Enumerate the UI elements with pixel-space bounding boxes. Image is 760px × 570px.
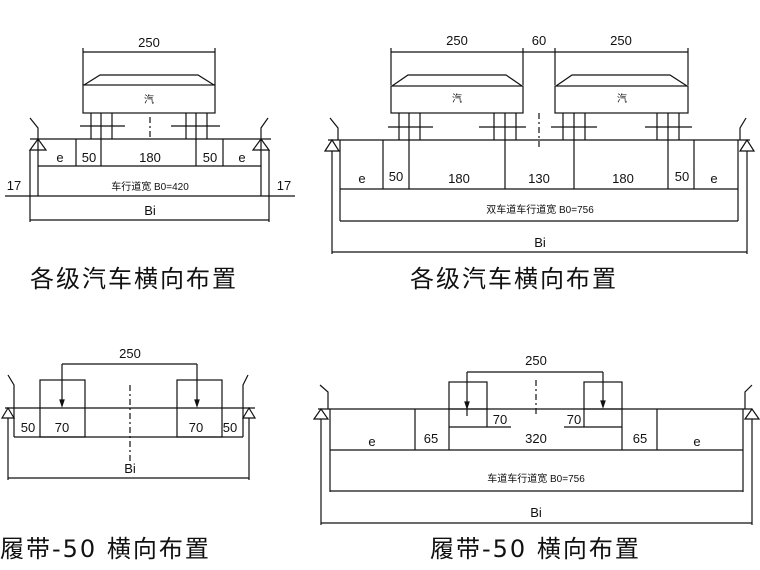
roadway-width-label: 双车道车行道宽 B0=756 <box>486 203 594 216</box>
total-width-label: Bi <box>144 203 156 218</box>
vehicle: 汽 <box>388 74 526 140</box>
dim-track-width-left: 70 <box>55 420 69 435</box>
dim-wheel-offset-right: 50 <box>203 150 217 165</box>
dim-inner: 130 <box>528 171 550 186</box>
dim-outer: 320 <box>525 431 547 446</box>
dim-track-spacing: 250 <box>525 353 547 368</box>
dim-edge-right: e <box>710 171 717 186</box>
dim-track-spacing: 250 <box>119 346 141 361</box>
dim-wheel-offset-left: 50 <box>389 169 403 184</box>
dim-vehicle-width-left: 250 <box>446 33 468 48</box>
dim-vehicle-width: 250 <box>138 35 160 50</box>
dim-edge-left: 50 <box>21 420 35 435</box>
diagram-vehicle-single: 250 汽 e 50 180 50 e 车行道宽 B0=420 17 17 Bi… <box>5 35 295 293</box>
dim-wheel-offset-left: 50 <box>82 150 96 165</box>
caption: 履带-50 横向布置 <box>0 535 211 563</box>
dim-curb-left: 17 <box>7 178 21 193</box>
dim-edge-right: 50 <box>223 420 237 435</box>
support-icon <box>738 138 756 152</box>
dim-edge-left: e <box>358 171 365 186</box>
dim-wheel-track-left: 180 <box>448 171 470 186</box>
dim-track-width-right: 70 <box>189 420 203 435</box>
dim-edge-left: e <box>56 150 63 165</box>
support-icon <box>241 406 257 419</box>
support-icon <box>743 407 760 420</box>
total-width-label: Bi <box>530 505 542 520</box>
diagram-vehicle-double: 250 60 250 汽 汽 e 50 180 130 180 50 e 双车道… <box>323 33 756 293</box>
vehicle-label: 汽 <box>452 92 462 105</box>
dim-offset-right: 65 <box>633 431 647 446</box>
dim-vehicle-width-right: 250 <box>610 33 632 48</box>
roadway-width-label: 车行道宽 B0=420 <box>111 180 189 193</box>
caption: 履带-50 横向布置 <box>430 535 641 563</box>
vehicle-label: 汽 <box>617 92 627 105</box>
roadway-width-label: 车道车行道宽 B0=756 <box>487 472 585 485</box>
support-icon <box>323 138 341 152</box>
dim-wheel-track: 180 <box>139 150 161 165</box>
caption: 各级汽车横向布置 <box>30 265 238 293</box>
total-width-label: Bi <box>124 461 136 476</box>
total-width-label: Bi <box>534 235 546 250</box>
diagram-crawler-double: 250 70 70 e 65 320 65 e 车道车行道宽 B0=756 Bi… <box>312 353 760 563</box>
dim-curb-right: 17 <box>277 178 291 193</box>
dim-track-width-right: 70 <box>567 412 581 427</box>
support-icon <box>0 406 16 419</box>
dim-wheel-offset-right: 50 <box>675 169 689 184</box>
dim-edge-right: e <box>693 434 700 449</box>
vehicle-label: 汽 <box>144 93 154 106</box>
dim-track-width-left: 70 <box>493 412 507 427</box>
vehicle: 汽 <box>80 74 220 139</box>
support-icon <box>312 407 330 420</box>
dim-edge-right: e <box>238 150 245 165</box>
dim-offset-left: 65 <box>424 431 438 446</box>
dim-wheel-track-right: 180 <box>612 171 634 186</box>
caption: 各级汽车横向布置 <box>410 265 618 293</box>
diagram-crawler-single: 250 50 70 70 50 Bi 履带-50 横向布置 <box>0 346 257 563</box>
dim-edge-left: e <box>368 434 375 449</box>
dim-vehicle-gap: 60 <box>532 33 546 48</box>
vehicle: 汽 <box>551 74 692 140</box>
